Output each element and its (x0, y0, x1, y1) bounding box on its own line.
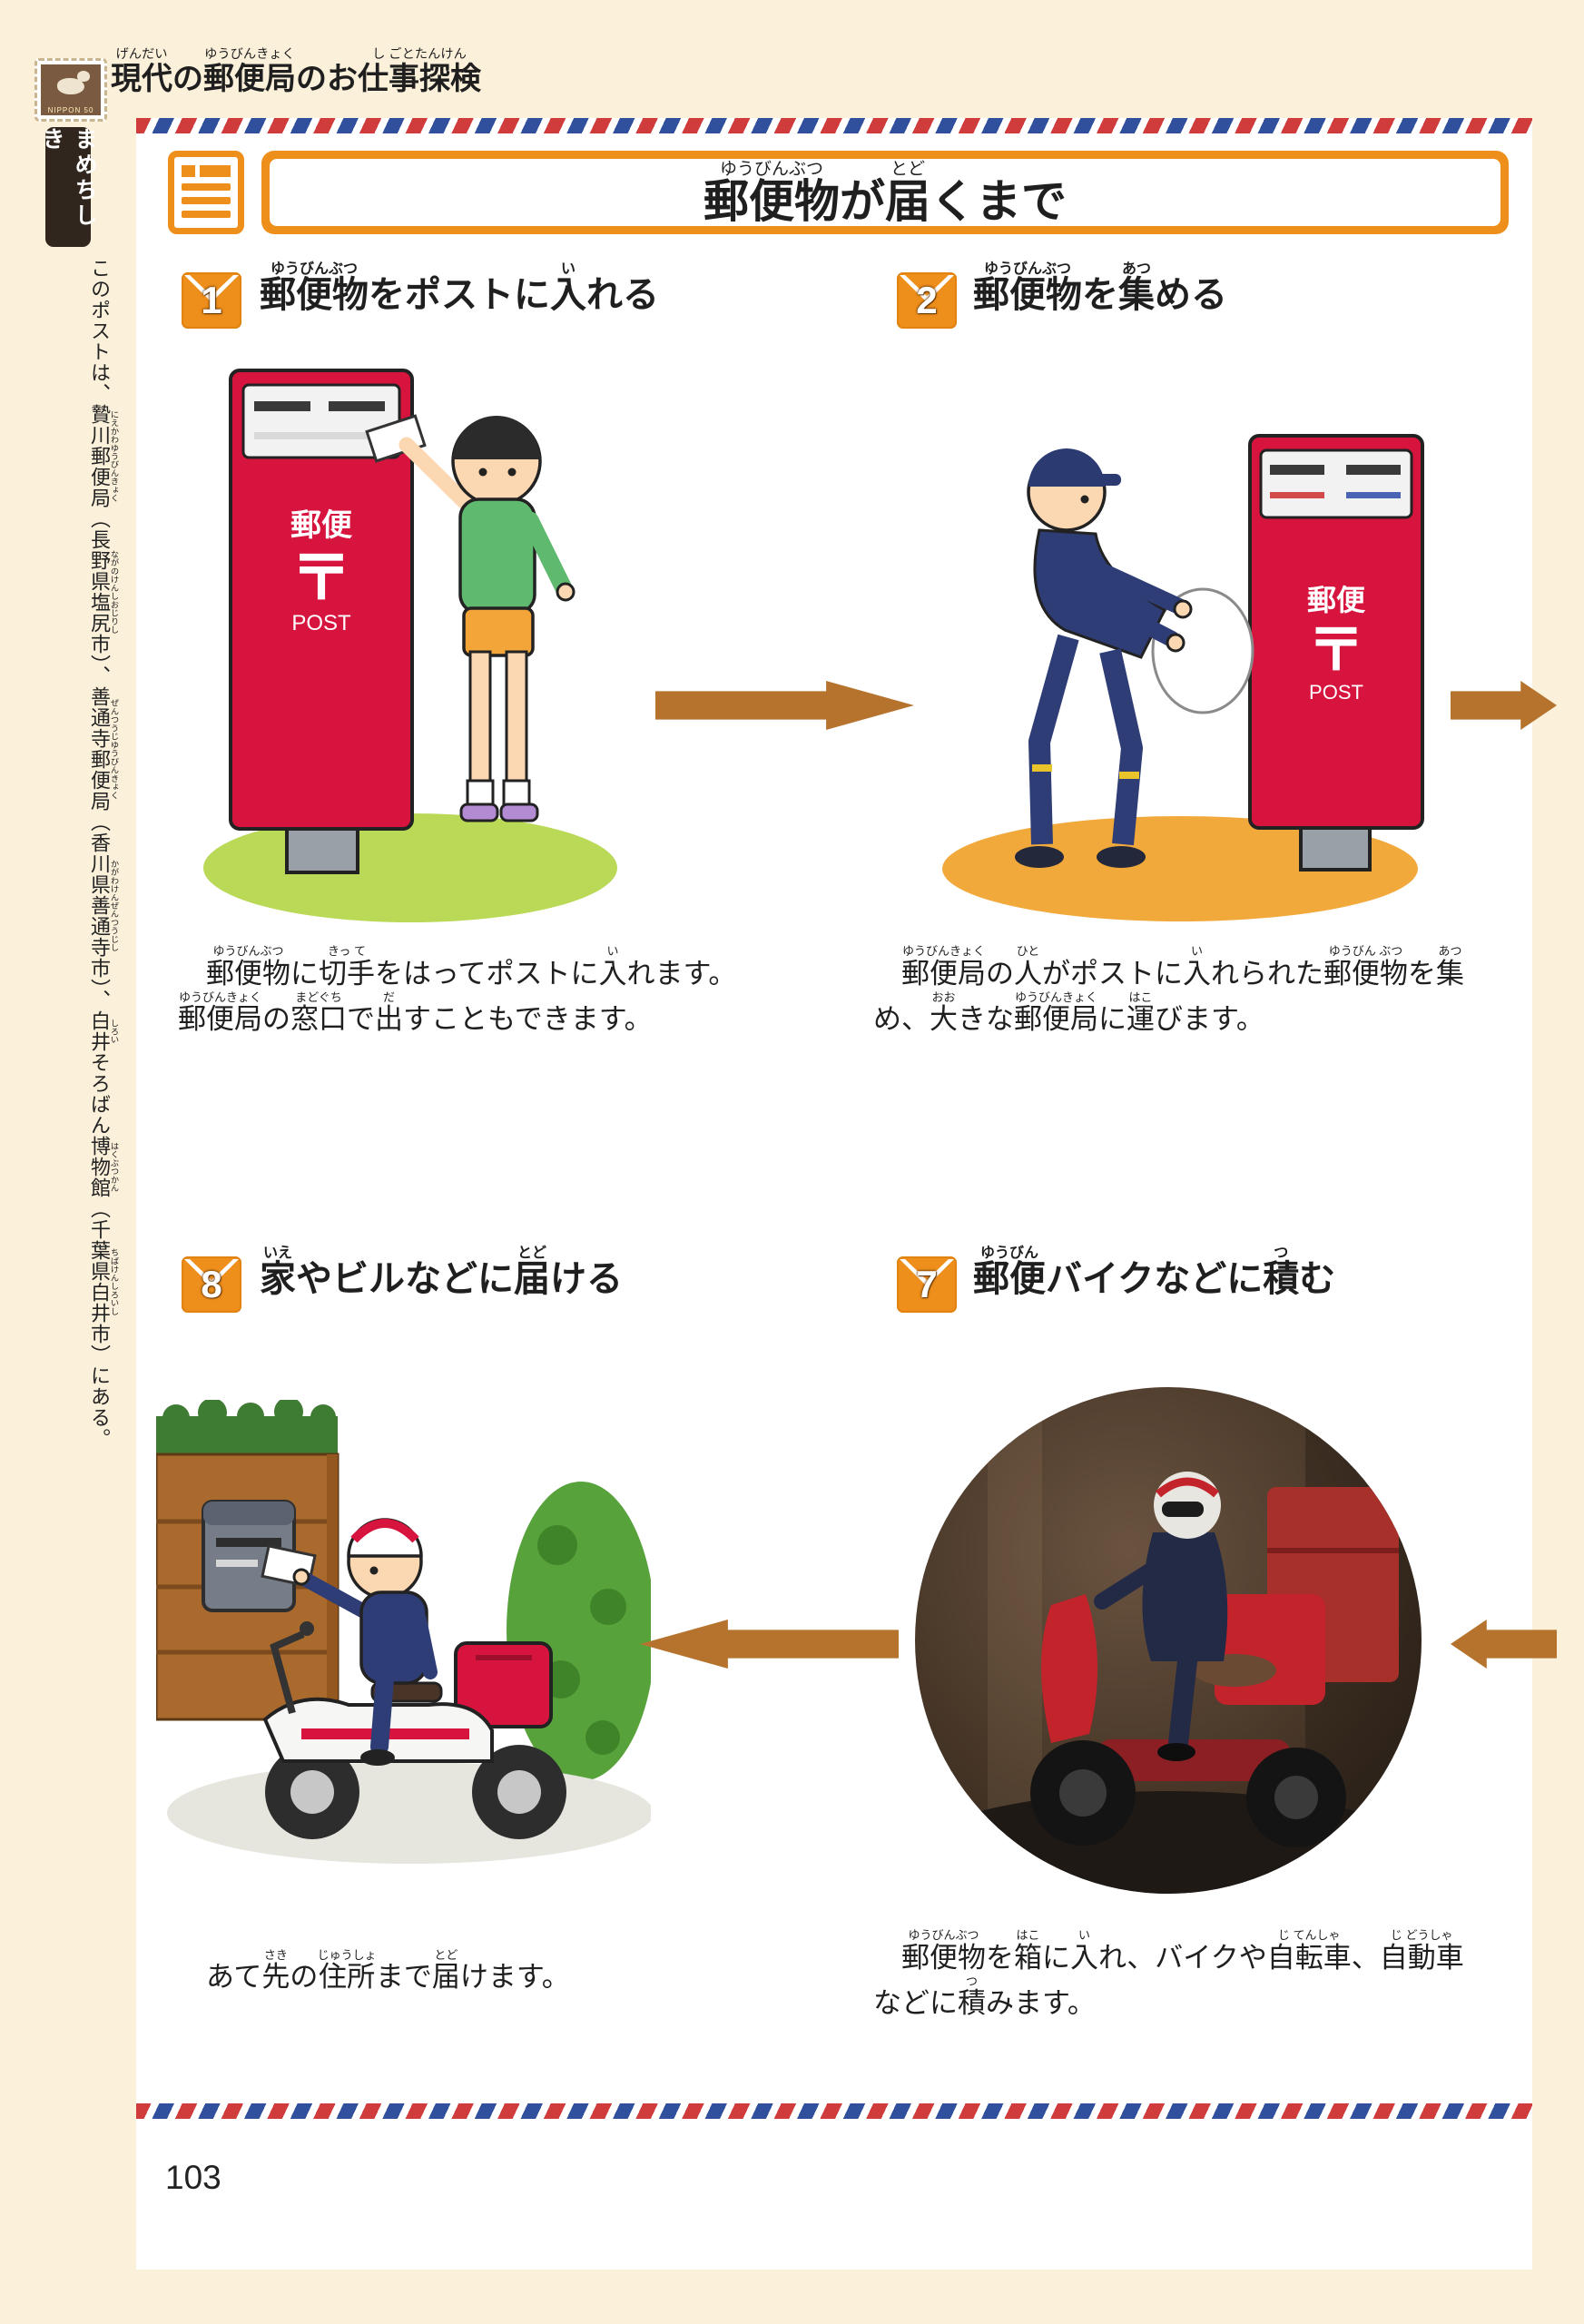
red-postbox: 郵便 〒 POST (1248, 434, 1424, 872)
page-header-title: 現代げんだいの郵便局ゆうびんきょくのお仕事探検し ごとたんけん (111, 47, 481, 96)
title-banner: 郵便物ゆうびんぶつが届とどくまで (261, 151, 1509, 234)
document-icon-header (182, 165, 231, 177)
step-badge-2: 2 (897, 272, 957, 329)
ground-path (167, 1762, 654, 1864)
step-number: 7 (916, 1263, 938, 1305)
step-number: 1 (201, 279, 222, 321)
document-icon-line (182, 183, 231, 191)
green-bush (507, 1482, 655, 1781)
document-icon (168, 151, 244, 234)
illustration-boy-posting-letter-svg: 郵便 〒 POST (203, 369, 617, 922)
rider-figure (1094, 1472, 1228, 1761)
boy-figure (365, 414, 576, 822)
stamp-dog-illustration (57, 71, 90, 94)
photo-postal-motorbike-svg (915, 1387, 1422, 1894)
document-icon-line (182, 197, 231, 204)
step-badge-8: 8 (182, 1256, 241, 1313)
step-number: 2 (916, 279, 938, 321)
step-number: 8 (201, 1263, 222, 1305)
step-badge-1: 1 (182, 272, 241, 329)
step-heading-1: 郵便物ゆうびんぶつをポストに入いれる (260, 261, 659, 315)
step-caption-2: 郵便局ゆうびんきょくの人ひとがポストに入いれられた郵便物ゆうびん ぶつを集あつめ… (873, 944, 1464, 1036)
step-badge-7: 7 (897, 1256, 957, 1313)
postbox-mark-text: 〒 (290, 544, 352, 613)
red-postbox: 郵便 〒 POST (229, 369, 414, 874)
page-title: 郵便物ゆうびんぶつが届とどくまで (703, 159, 1067, 227)
wall-mailbox (202, 1500, 296, 1612)
document-icon-square (182, 165, 195, 177)
step-caption-8: あて先さきの住所じゅうしょまで届とどけます。 (178, 1948, 570, 1993)
mamechishiki-tab: まめちしき (39, 127, 97, 247)
document-icon-bar (200, 165, 231, 177)
stamp-label: NIPPON 50 (47, 106, 94, 114)
step-heading-8: 家いえやビルなどに届とどける (260, 1246, 623, 1299)
page-number: 103 (165, 2159, 221, 2196)
postbox-mark-text: 〒 (1307, 617, 1365, 683)
hedge-top (156, 1397, 338, 1458)
postbox-post-text: POST (1309, 681, 1363, 704)
postbox-name-text: 郵便 (290, 508, 353, 543)
airmail-border-bottom (136, 2103, 1532, 2119)
postbox-post-text: POST (291, 611, 351, 635)
stamp-dog-head (77, 71, 90, 82)
postbox-name-text: 郵便 (1307, 584, 1366, 616)
stamp-frame: NIPPON 50 (41, 64, 101, 115)
step-heading-2: 郵便物ゆうびんぶつを集あつめる (973, 261, 1227, 315)
sidebar-note: このポストは、贄川郵便局にえかわゆうびんきょく（長野県塩尻市ながのけんしおじりし… (88, 258, 119, 1449)
mail-sack (1151, 587, 1254, 714)
red-scooter (1030, 1594, 1346, 1847)
illustration-boy-posting-letter: 郵便 〒 POST (192, 343, 619, 933)
step-heading-7: 郵便ゆうびんバイクなどに積つむ (973, 1246, 1336, 1299)
illustration-delivery-to-house-svg (154, 1397, 655, 1864)
step-caption-1: 郵便物ゆうびんぶつに切手きっ てをはってポストに入いれます。郵便局ゆうびんきょく… (178, 944, 737, 1036)
postman-figure (292, 1518, 438, 1766)
stamp-icon: NIPPON 50 (34, 58, 107, 122)
title-banner-inner: 郵便物ゆうびんぶつが届とどくまで (270, 159, 1500, 226)
postal-worker-figure (1015, 448, 1254, 868)
photo-postal-motorbike (915, 1387, 1422, 1894)
illustration-delivery-to-house (154, 1397, 655, 1881)
document-icon-line (182, 211, 231, 218)
step-caption-7: 郵便物ゆうびんぶつを箱はこに入いれ、バイクや自転車じ てんしゃ、自動車じ どうし… (873, 1928, 1464, 2020)
illustration-collecting-mail: 郵便 〒 POST (903, 338, 1448, 937)
airmail-border-top (136, 118, 1532, 133)
illustration-collecting-mail-svg: 郵便 〒 POST (942, 434, 1424, 921)
